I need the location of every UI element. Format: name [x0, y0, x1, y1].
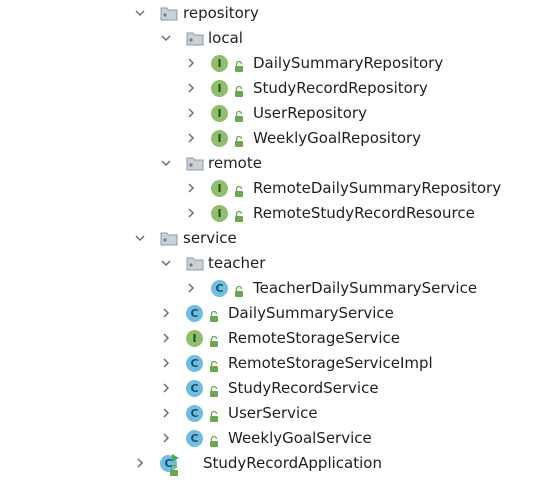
interface-icon: I [211, 180, 228, 197]
public-lock-icon [234, 108, 244, 122]
tree-node-label: DailySummaryRepository [253, 54, 444, 72]
chevron-right-icon[interactable] [185, 182, 197, 194]
package-folder-icon [186, 256, 204, 271]
tree-node-label: StudyRecordService [228, 379, 379, 397]
chevron-right-icon[interactable] [185, 82, 197, 94]
tree-node-interface[interactable]: I RemoteStudyRecordResource [0, 201, 534, 226]
tree-node-interface[interactable]: I DailySummaryRepository [0, 51, 534, 76]
tree-node-class[interactable]: C RemoteStorageServiceImpl [0, 351, 534, 376]
tree-node-interface[interactable]: I WeeklyGoalRepository [0, 126, 534, 151]
tree-node-class[interactable]: C StudyRecordService [0, 376, 534, 401]
tree-node-label: DailySummaryService [228, 304, 394, 322]
chevron-right-icon[interactable] [160, 357, 172, 369]
public-lock-icon [169, 462, 179, 476]
chevron-right-icon[interactable] [134, 457, 146, 469]
tree-node-service[interactable]: service [0, 226, 534, 251]
interface-icon: I [186, 330, 203, 347]
chevron-down-icon[interactable] [160, 157, 172, 169]
chevron-right-icon[interactable] [185, 132, 197, 144]
tree-node-interface[interactable]: I RemoteStorageService [0, 326, 534, 351]
interface-icon: I [211, 130, 228, 147]
chevron-right-icon[interactable] [160, 307, 172, 319]
class-icon: C [186, 405, 203, 422]
tree-node-label: WeeklyGoalService [228, 429, 372, 447]
tree-node-label: service [183, 229, 237, 247]
public-lock-icon [234, 208, 244, 222]
tree-node-label: WeeklyGoalRepository [253, 129, 422, 147]
tree-node-remote[interactable]: remote [0, 151, 534, 176]
tree-node-label: StudyRecordApplication [203, 454, 382, 472]
tree-node-label: UserService [228, 404, 318, 422]
tree-node-label: RemoteStorageService [228, 329, 401, 347]
chevron-down-icon[interactable] [134, 7, 146, 19]
chevron-right-icon[interactable] [185, 107, 197, 119]
chevron-right-icon[interactable] [185, 57, 197, 69]
tree-node-label: RemoteStorageServiceImpl [228, 354, 433, 372]
public-lock-icon [234, 183, 244, 197]
class-icon: C [186, 430, 203, 447]
interface-icon: I [211, 205, 228, 222]
tree-node-label: UserRepository [253, 104, 367, 122]
class-icon: C [186, 355, 203, 372]
public-lock-icon [209, 433, 219, 447]
public-lock-icon [234, 83, 244, 97]
chevron-right-icon[interactable] [160, 332, 172, 344]
package-folder-icon [160, 6, 178, 21]
class-icon: C [186, 305, 203, 322]
tree-node-application[interactable]: C StudyRecordApplication [0, 451, 534, 476]
tree-node-label: StudyRecordRepository [253, 79, 428, 97]
interface-icon: I [211, 105, 228, 122]
tree-node-label: RemoteDailySummaryRepository [253, 179, 502, 197]
public-lock-icon [234, 283, 244, 297]
tree-node-local[interactable]: local [0, 26, 534, 51]
run-configuration-icon [172, 454, 179, 462]
tree-node-interface[interactable]: I RemoteDailySummaryRepository [0, 176, 534, 201]
public-lock-icon [209, 333, 219, 347]
public-lock-icon [209, 408, 219, 422]
class-icon: C [211, 280, 228, 297]
package-folder-icon [160, 231, 178, 246]
public-lock-icon [209, 383, 219, 397]
chevron-right-icon[interactable] [160, 382, 172, 394]
chevron-right-icon[interactable] [185, 207, 197, 219]
tree-node-interface[interactable]: I StudyRecordRepository [0, 76, 534, 101]
chevron-right-icon[interactable] [160, 407, 172, 419]
tree-node-label: TeacherDailySummaryService [253, 279, 478, 297]
public-lock-icon [234, 133, 244, 147]
tree-node-class[interactable]: C WeeklyGoalService [0, 426, 534, 451]
public-lock-icon [234, 58, 244, 72]
tree-node-label: repository [183, 4, 259, 22]
public-lock-icon [209, 358, 219, 372]
tree-node-teacher[interactable]: teacher [0, 251, 534, 276]
tree-node-class[interactable]: C DailySummaryService [0, 301, 534, 326]
tree-node-interface[interactable]: I UserRepository [0, 101, 534, 126]
package-folder-icon [186, 156, 204, 171]
interface-icon: I [211, 80, 228, 97]
public-lock-icon [209, 308, 219, 322]
chevron-down-icon[interactable] [134, 232, 146, 244]
tree-node-label: RemoteStudyRecordResource [253, 204, 475, 222]
class-icon: C [186, 380, 203, 397]
interface-icon: I [211, 55, 228, 72]
tree-node-repository[interactable]: repository [0, 1, 534, 26]
chevron-down-icon[interactable] [160, 257, 172, 269]
tree-node-class[interactable]: C TeacherDailySummaryService [0, 276, 534, 301]
chevron-down-icon[interactable] [160, 32, 172, 44]
chevron-right-icon[interactable] [160, 432, 172, 444]
package-folder-icon [186, 31, 204, 46]
chevron-right-icon[interactable] [185, 282, 197, 294]
tree-node-label: local [208, 29, 243, 47]
tree-node-label: teacher [208, 254, 266, 272]
tree-node-class[interactable]: C UserService [0, 401, 534, 426]
tree-node-label: remote [208, 154, 262, 172]
